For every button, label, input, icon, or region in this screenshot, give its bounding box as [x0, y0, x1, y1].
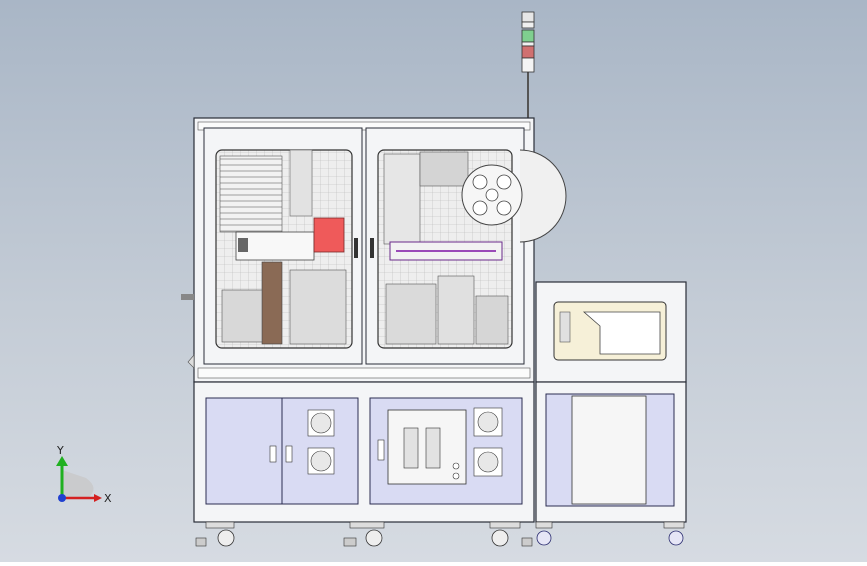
- right-top-block: [419, 151, 469, 187]
- lower-left-handle-a[interactable]: [269, 445, 277, 463]
- caster: [535, 521, 553, 546]
- fan-icon: [307, 447, 335, 475]
- electrical-panel: [571, 395, 647, 505]
- triad-plane: [62, 470, 94, 498]
- right-feeder: [475, 295, 509, 345]
- air-fitting: [452, 462, 460, 470]
- reel-outer-edge: [519, 149, 567, 243]
- left-door-handle[interactable]: [354, 238, 358, 258]
- left-grille: [219, 155, 283, 233]
- side-module: [535, 281, 687, 523]
- signal-light-top: [521, 11, 535, 23]
- air-fitting: [452, 472, 460, 480]
- y-axis-label: Y: [56, 444, 64, 457]
- caster: [663, 521, 685, 546]
- signal-light-white: [521, 21, 535, 29]
- reel-hole: [472, 174, 488, 190]
- y-axis-arrowhead: [56, 456, 68, 466]
- tape-reel: [461, 149, 567, 243]
- vibratory-bowl: [582, 311, 661, 355]
- top-rail: [197, 121, 531, 131]
- bottom-rail: [197, 367, 531, 379]
- axis-triad[interactable]: Y X: [56, 444, 112, 505]
- signal-light-separator: [521, 41, 535, 47]
- reel-hub: [485, 188, 499, 202]
- x-axis-arrowhead: [94, 494, 102, 502]
- reel-hole: [496, 200, 512, 216]
- left-lower-mechanism: [221, 289, 263, 343]
- main-cabinet-upper: [181, 117, 535, 383]
- signal-light-red: [521, 45, 535, 59]
- lower-left-handle-b[interactable]: [285, 445, 293, 463]
- caster: [343, 521, 385, 547]
- fan-icon: [473, 447, 503, 477]
- z-axis-dot: [58, 494, 66, 502]
- brown-belt: [261, 261, 283, 345]
- x-axis-label: X: [104, 492, 112, 505]
- left-actuator-block: [289, 269, 347, 345]
- right-gripper: [437, 275, 475, 345]
- main-cabinet-lower: [193, 381, 535, 523]
- caster: [489, 521, 533, 547]
- fan-icon: [473, 407, 503, 437]
- fan-icon: [307, 409, 335, 437]
- signal-tower: [521, 11, 535, 120]
- side-bracket: [187, 354, 195, 369]
- side-fitting: [181, 294, 194, 300]
- right-left-column: [383, 153, 421, 245]
- signal-light-green: [521, 29, 535, 43]
- left-column: [289, 149, 313, 217]
- casters: [195, 521, 685, 547]
- reel-hole: [496, 174, 512, 190]
- lubricator: [425, 427, 441, 469]
- left-sensor: [238, 238, 248, 252]
- signal-light-base: [521, 57, 535, 73]
- caster: [195, 521, 235, 547]
- right-door-handle[interactable]: [370, 238, 374, 258]
- reel-hole: [472, 200, 488, 216]
- right-lower-mechanism: [385, 283, 437, 345]
- filter-regulator: [403, 427, 419, 469]
- red-component: [313, 217, 345, 253]
- bowl-track: [559, 311, 571, 343]
- left-housing: [235, 231, 315, 261]
- lower-right-handle[interactable]: [377, 439, 385, 461]
